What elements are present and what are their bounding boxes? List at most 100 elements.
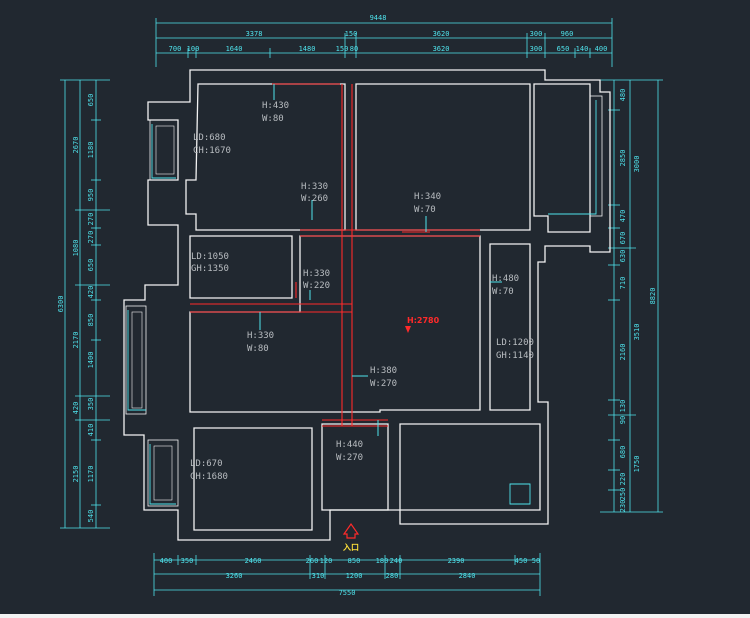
status-strip [0, 614, 750, 618]
top-dimension-text: 9448 3378 150 3620 300 960 700 100 1640 … [169, 14, 608, 53]
bottom-dim: 850 [348, 557, 361, 565]
top-dim: 960 [561, 30, 574, 38]
left-dim: 650 [87, 94, 95, 107]
bottom-overall-dim: 7550 [339, 589, 356, 597]
room-label: W:220 [303, 281, 330, 291]
bottom-dim: 260 [306, 557, 319, 565]
left-dim: 1080 [72, 240, 80, 257]
height-marker-icon [405, 326, 411, 333]
right-dim: 470 [619, 210, 627, 223]
entrance-label: 入口 [342, 543, 359, 552]
top-dim: 650 [557, 45, 570, 53]
bottom-dim: 2460 [245, 557, 262, 565]
bottom-dimension-text: 400 350 2460 260 120 850 180 240 2390 45… [160, 557, 541, 597]
right-dimension-text: 8820 3000 3510 1750 480 2850 470 670 630… [619, 89, 657, 513]
left-dim: 2670 [72, 137, 80, 154]
dimension-lines [60, 18, 663, 596]
bottom-dim: 1200 [346, 572, 363, 580]
left-dim: 270 [87, 231, 95, 244]
top-dim: 400 [595, 45, 608, 53]
room-label: H:380 [370, 366, 397, 376]
left-dim: 270 [87, 213, 95, 226]
room-label: CH:1680 [190, 472, 228, 482]
bottom-dim: 2840 [459, 572, 476, 580]
room-label: W:70 [492, 287, 514, 297]
left-dim: 1400 [87, 352, 95, 369]
bottom-dim: 280 [386, 572, 399, 580]
left-dim: 650 [87, 259, 95, 272]
top-dim: 300 [530, 30, 543, 38]
room-label: W:260 [301, 194, 328, 204]
bottom-dim: 2390 [448, 557, 465, 565]
top-dim: 80 [350, 45, 358, 53]
right-dim: 90 [619, 416, 627, 424]
right-dim: 480 [619, 89, 627, 102]
right-dim: 3510 [633, 324, 641, 341]
room-label: W:270 [370, 379, 397, 389]
room-label: LD:680 [193, 133, 226, 143]
left-dim: 2170 [72, 332, 80, 349]
top-dim: 100 [187, 45, 200, 53]
left-dim: 1170 [87, 466, 95, 483]
beam-lines [190, 83, 480, 427]
left-dim: 950 [87, 189, 95, 202]
room-label: H:430 [262, 101, 289, 111]
room-label: H:330 [247, 331, 274, 341]
right-dim: 230 [619, 500, 627, 513]
room-label: H:440 [336, 440, 363, 450]
bottom-dim: 180 [376, 557, 389, 565]
top-dim: 3378 [246, 30, 263, 38]
bottom-dim: 120 [320, 557, 333, 565]
room-annotations: H:430 W:80 LD:680 CH:1670 H:330 W:260 H:… [190, 101, 534, 482]
right-dim: 680 [619, 446, 627, 459]
right-dim: 670 [619, 232, 627, 245]
right-dim: 630 [619, 250, 627, 263]
bottom-dim: 450 [515, 557, 528, 565]
top-dim: 700 [169, 45, 182, 53]
room-label: H:330 [301, 182, 328, 192]
room-label: GH:1140 [496, 351, 534, 361]
left-dim: 2150 [72, 466, 80, 483]
right-dim: 3000 [633, 156, 641, 173]
entrance-marker: 入口 [342, 522, 360, 552]
right-dim: 2160 [619, 344, 627, 361]
left-overall-dim: 6300 [57, 296, 65, 313]
right-dim: 1750 [633, 456, 641, 473]
top-dim: 1640 [226, 45, 243, 53]
bottom-dim: 400 [160, 557, 173, 565]
right-dim: 130 [619, 400, 627, 413]
left-dim: 410 [87, 424, 95, 437]
top-dim: 300 [530, 45, 543, 53]
room-label: H:330 [303, 269, 330, 279]
room-label: CH:1670 [193, 146, 231, 156]
top-dim: 3620 [433, 30, 450, 38]
room-label: W:80 [247, 344, 269, 354]
left-dim: 350 [87, 398, 95, 411]
room-label: W:270 [336, 453, 363, 463]
annotation-leaders [259, 84, 502, 436]
left-dim: 420 [87, 286, 95, 299]
window-frames [127, 100, 597, 505]
right-dim: 250 [619, 488, 627, 501]
room-label: H:480 [492, 274, 519, 284]
right-overall-dim: 8820 [649, 288, 657, 305]
room-label: LD:1200 [496, 338, 534, 348]
left-dim: 850 [87, 314, 95, 327]
ceiling-height-label: H:2780 [407, 316, 440, 325]
right-dim: 2850 [619, 150, 627, 167]
top-overall-dim: 9448 [370, 14, 387, 22]
bottom-dim: 310 [312, 572, 325, 580]
right-dim: 710 [619, 277, 627, 290]
room-label: GH:1350 [191, 264, 229, 274]
left-dim: 540 [87, 510, 95, 523]
room-label: W:80 [262, 114, 284, 124]
room-label: LD:670 [190, 459, 223, 469]
bottom-dim: 350 [181, 557, 194, 565]
top-dim: 1480 [299, 45, 316, 53]
room-label: W:70 [414, 205, 436, 215]
top-dim: 140 [576, 45, 589, 53]
left-dim: 1180 [87, 142, 95, 159]
top-dim: 3620 [433, 45, 450, 53]
